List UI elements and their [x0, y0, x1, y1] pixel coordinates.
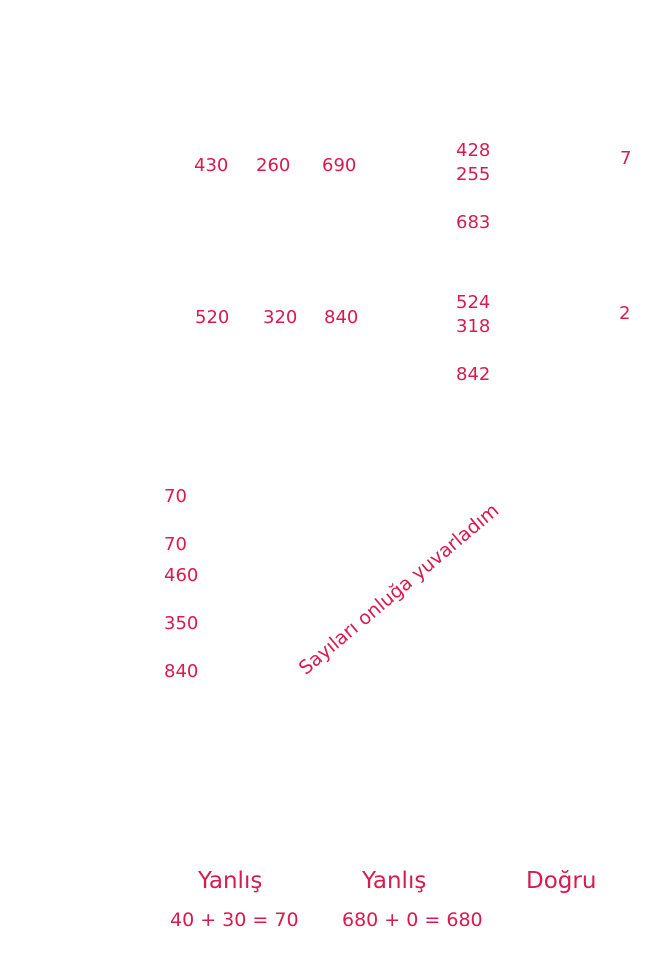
row2-sum: 842 [456, 364, 491, 385]
column-value-2: 70 [164, 534, 187, 555]
row1-rounded-3: 690 [322, 155, 357, 176]
row2-rounded-2: 320 [263, 307, 298, 328]
row1-addend-b: 255 [456, 164, 491, 185]
verdict-2: Yanlış [362, 868, 427, 894]
verdict-1: Yanlış [198, 868, 263, 894]
column-value-4: 350 [164, 613, 199, 634]
verdict-3: Doğru [526, 868, 597, 894]
row1-rounded-1: 430 [194, 155, 229, 176]
row1-rounded-2: 260 [256, 155, 291, 176]
column-value-3: 460 [164, 565, 199, 586]
row2-addend-a: 524 [456, 292, 491, 313]
equation-2: 680 + 0 = 680 [342, 909, 483, 931]
row2-rounded-1: 520 [195, 307, 230, 328]
row1-addend-a: 428 [456, 140, 491, 161]
column-value-5: 840 [164, 661, 199, 682]
equation-1: 40 + 30 = 70 [170, 909, 299, 931]
row2-rounded-3: 840 [324, 307, 359, 328]
row1-sum: 683 [456, 212, 491, 233]
column-value-1: 70 [164, 486, 187, 507]
row2-side-digit: 2 [619, 303, 631, 324]
row2-addend-b: 318 [456, 316, 491, 337]
rotated-note: Sayıları onluğa yuvarladım [294, 499, 504, 680]
row1-side-digit: 7 [620, 148, 632, 169]
